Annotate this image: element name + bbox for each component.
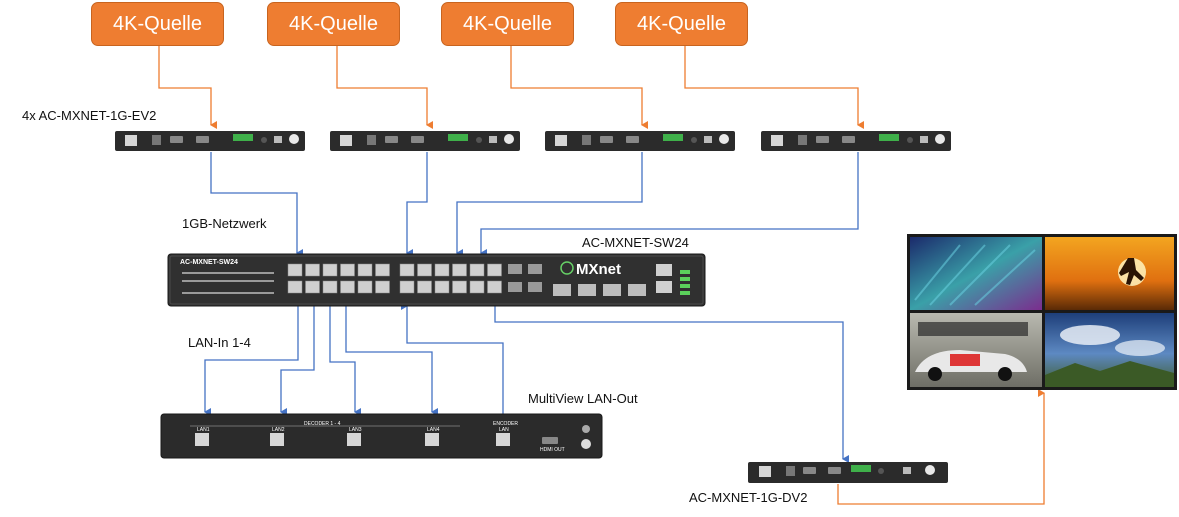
switch-port-12 [375, 280, 390, 294]
source-line-3 [510, 46, 648, 129]
hdmi-out-label: HDMI OUT [540, 447, 565, 453]
switch-port-15 [417, 263, 432, 277]
switch-front-label: AC-MXNET-SW24 [180, 259, 238, 266]
switch-port-8 [340, 280, 355, 294]
switch-port-5 [322, 263, 338, 277]
switch-port-10 [357, 280, 373, 294]
switch-port-3 [305, 263, 320, 277]
switch-sfp-ports [508, 264, 646, 296]
multiview-out-label: MultiView LAN-Out [528, 391, 638, 406]
lan1-port [195, 433, 209, 446]
encoder-device-4 [761, 131, 951, 151]
mxnet-logo-icon [560, 261, 574, 275]
console-port [656, 264, 672, 276]
hdmi-out-port [542, 437, 558, 444]
encoder-caption: ENCODER [493, 421, 518, 427]
multiview-display [907, 234, 1177, 390]
encoder-device-1 [115, 131, 305, 151]
tile-sunset-runner [1045, 237, 1174, 310]
switch-port-16 [417, 280, 432, 294]
lan4-port [425, 433, 439, 446]
encoder-lan-label: LAN [499, 427, 509, 433]
network-switch: MXnet AC-MXNET-SW24 [167, 253, 706, 307]
multiview-out-to-switch [401, 302, 504, 418]
switch-port-11 [375, 263, 390, 277]
source-to-encoder-lines [158, 46, 1045, 505]
status-leds [680, 270, 690, 295]
source-box-1: 4K-Quelle [91, 2, 224, 46]
source-box-4: 4K-Quelle [615, 2, 748, 46]
switch-port-14 [399, 280, 415, 294]
encoder-lan-port [496, 433, 510, 446]
encoder-3-to-switch [456, 152, 643, 257]
lan-in-3 [329, 306, 361, 416]
switch-port-19 [452, 263, 467, 277]
switch-port-24 [487, 280, 502, 294]
switch-port-23 [487, 263, 502, 277]
switch-port-21 [469, 263, 485, 277]
lan-in-4 [345, 306, 438, 416]
mgmt-port [656, 281, 672, 293]
source-line-2 [336, 46, 433, 129]
switch-port-7 [340, 263, 355, 277]
lan-in-1 [204, 306, 299, 416]
decoder-label: AC-MXNET-1G-DV2 [689, 490, 808, 505]
decoder-to-display-line [837, 389, 1045, 505]
source-box-3: 4K-Quelle [441, 2, 574, 46]
switch-port-20 [452, 280, 467, 294]
source-label: 4K-Quelle [113, 12, 202, 35]
source-label: 4K-Quelle [637, 12, 726, 35]
lan2-port [270, 433, 284, 446]
decoder-device [748, 462, 948, 483]
switch-port-4 [305, 280, 320, 294]
lan-in-label: LAN-In 1-4 [188, 335, 251, 350]
switch-port-13 [399, 263, 415, 277]
lan3-label: LAN3 [349, 427, 362, 433]
switch-port-17 [434, 263, 450, 277]
switch-logo: MXnet [576, 261, 621, 278]
encoder-device-2 [330, 131, 520, 151]
switch-port-1 [287, 263, 303, 277]
lan2-label: LAN2 [272, 427, 285, 433]
network-label: 1GB-Netzwerk [182, 216, 267, 231]
encoder-2-to-switch [406, 152, 428, 257]
source-box-2: 4K-Quelle [267, 2, 400, 46]
multiview-device: LAN1 LAN2 LAN3 LAN4 LAN DECODER 1 - 4 EN… [160, 413, 603, 459]
lan4-label: LAN4 [427, 427, 440, 433]
source-label: 4K-Quelle [463, 12, 552, 35]
encoders-label: 4x AC-MXNET-1G-EV2 [22, 108, 157, 123]
encoder-1-to-switch [210, 152, 303, 257]
encoder-device-3 [545, 131, 735, 151]
switch-port-6 [322, 280, 338, 294]
lan-in-2 [280, 306, 315, 416]
power-icon [582, 425, 590, 433]
switch-port-9 [357, 263, 373, 277]
switch-port-22 [469, 280, 485, 294]
lan1-label: LAN1 [197, 427, 210, 433]
decoder-caption: DECODER 1 - 4 [304, 421, 341, 427]
encoder-4-to-switch [480, 152, 859, 257]
lan3-port [347, 433, 361, 446]
dc-jack-icon [581, 439, 591, 449]
tile-abstract [910, 237, 1042, 310]
source-line-4 [684, 46, 864, 129]
switch-port-18 [434, 280, 450, 294]
switch-port-2 [287, 280, 303, 294]
source-line-1 [158, 46, 217, 129]
switch-label: AC-MXNET-SW24 [582, 235, 689, 250]
switch-to-decoder [494, 306, 849, 463]
source-label: 4K-Quelle [289, 12, 378, 35]
switch-ports [287, 263, 502, 294]
network-lines [204, 152, 859, 463]
switch-led-rows [182, 272, 274, 294]
